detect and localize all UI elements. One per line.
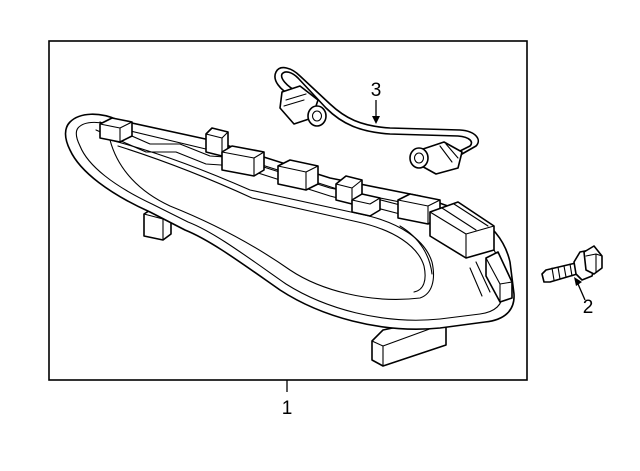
- callout-3: 3: [371, 80, 382, 101]
- wiring-harness[interactable]: [274, 66, 480, 175]
- assembly-frame: [48, 40, 528, 381]
- bolt[interactable]: [541, 245, 603, 283]
- leader-line-2: [574, 277, 586, 301]
- callout-2: 2: [583, 297, 594, 318]
- connector-lower: [409, 141, 463, 175]
- fog-lamp-assembly[interactable]: [64, 113, 515, 367]
- connector-upper: [279, 85, 327, 127]
- leader-line-3: [372, 100, 380, 124]
- callout-1: 1: [282, 398, 293, 419]
